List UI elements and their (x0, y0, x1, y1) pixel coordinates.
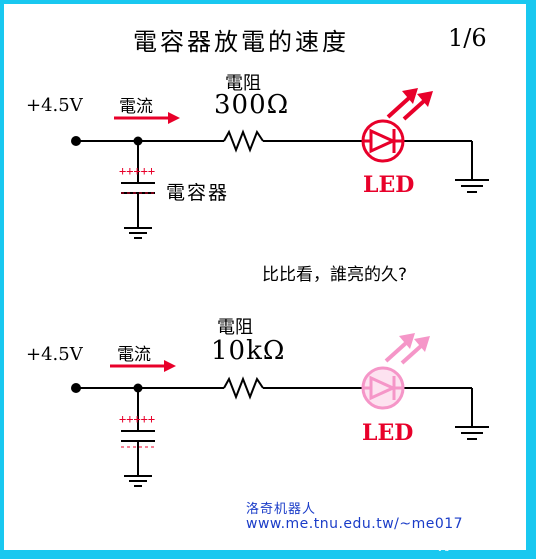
resistor-label-2: 電阻 (217, 317, 253, 338)
led-label-1: LED (363, 172, 415, 198)
voltage-label-2: +4.5V (26, 344, 83, 365)
ground-icon (455, 179, 489, 193)
light-rays-icon (384, 333, 430, 365)
ground-icon (124, 475, 152, 487)
circuit-1 (71, 88, 489, 239)
voltage-label-1: +4.5V (26, 95, 83, 116)
capacitor-charge-2: +++++ (119, 412, 155, 426)
page-indicator: 1/6 (448, 24, 487, 52)
question-text: 比比看，誰亮的久? (262, 265, 408, 285)
current-arrow-icon (110, 360, 176, 372)
slide-frame (4, 4, 526, 550)
author-label: 洛奇机器人 (246, 502, 317, 517)
current-label-1: 電流 (119, 97, 153, 117)
led-label-2: LED (362, 420, 414, 446)
ground-icon (124, 227, 152, 239)
current-arrow-icon (114, 112, 180, 124)
capacitor-charge-1: +++++ (119, 164, 155, 178)
page-title: 電容器放電的速度 (133, 28, 349, 56)
terminal-node-2 (71, 383, 81, 393)
resistor-label-1: 電阻 (225, 73, 261, 94)
footer-url-link[interactable]: www.me.tnu.edu.tw/~me017 (246, 516, 464, 532)
resistor-value-2: 10kΩ (211, 336, 286, 366)
capacitor-label: 電容器 (166, 182, 230, 204)
light-rays-icon (386, 88, 433, 121)
led-dim-icon (361, 366, 405, 410)
circuit-2 (71, 333, 489, 487)
terminal-node-1 (71, 136, 81, 146)
resistor-1-zigzag (223, 129, 264, 153)
watermark: mygemouser.com (432, 541, 517, 552)
resistor-2-zigzag (223, 376, 264, 400)
ground-icon (455, 426, 489, 440)
current-label-2: 電流 (117, 345, 151, 365)
resistor-value-1: 300Ω (214, 90, 290, 120)
led-bright-icon (361, 119, 405, 163)
